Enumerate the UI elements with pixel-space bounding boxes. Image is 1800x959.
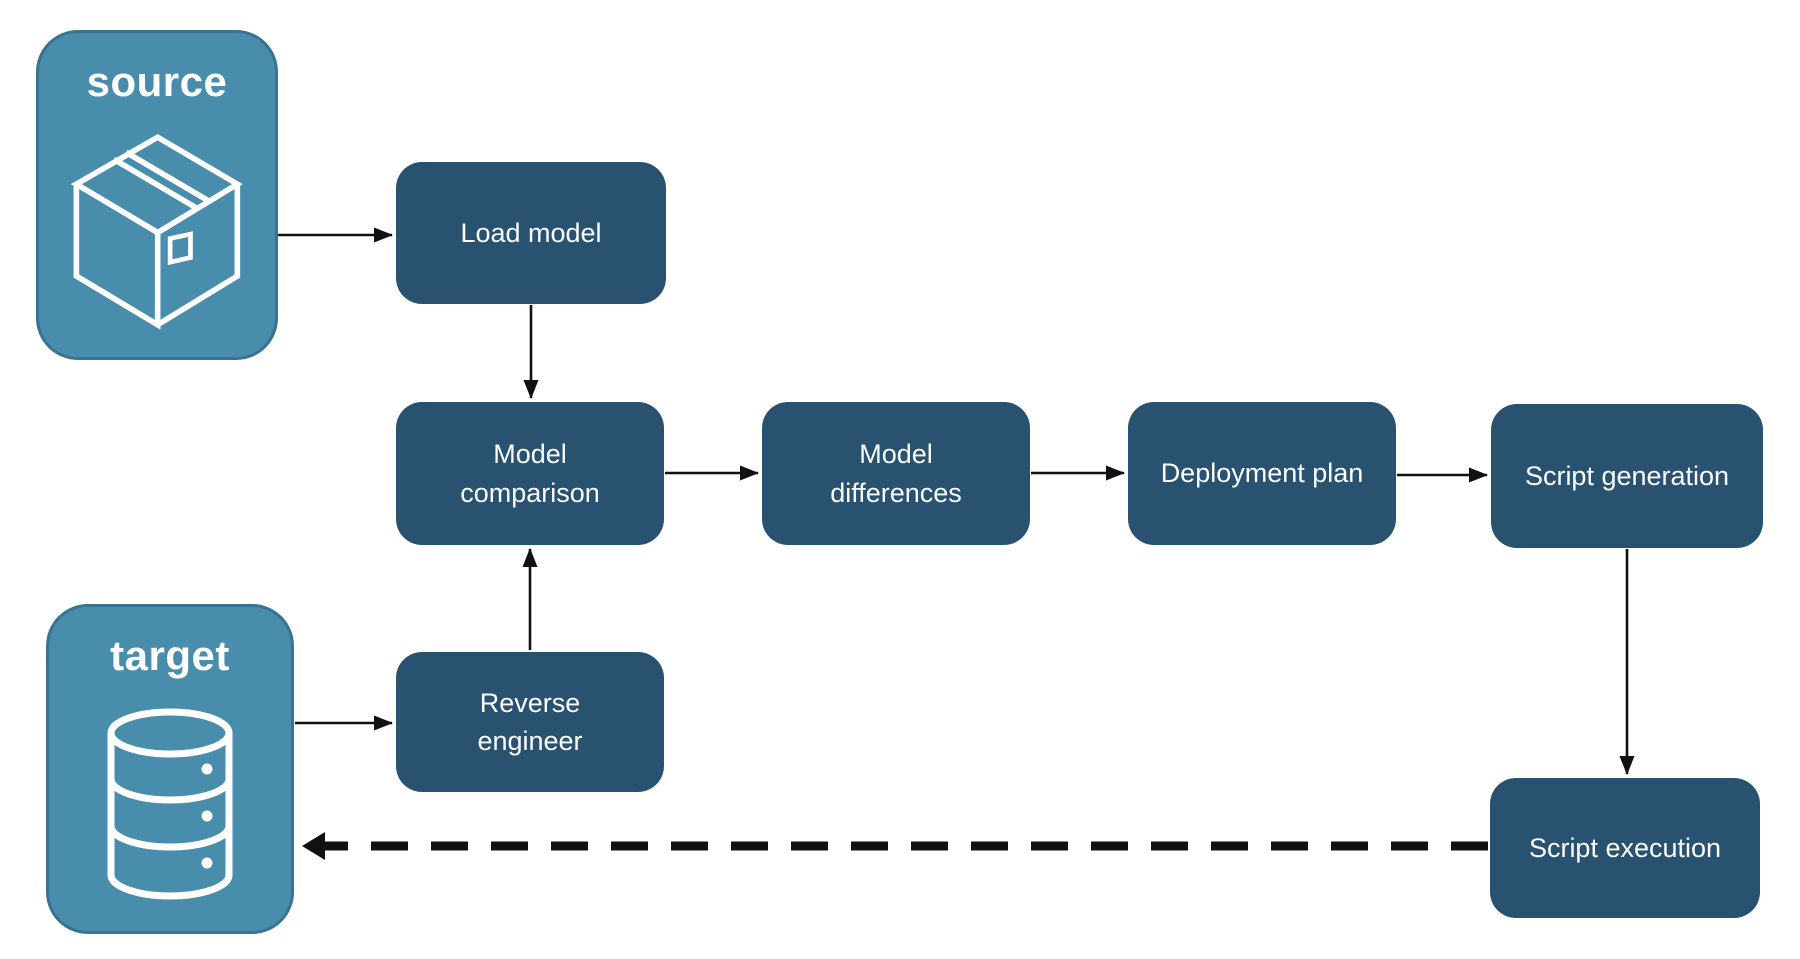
source-label: source xyxy=(86,58,228,105)
node-script-generation: Script generation xyxy=(1491,404,1763,548)
target-endpoint: target xyxy=(46,604,294,934)
node-label: Script execution xyxy=(1528,832,1722,863)
node-script-execution: Script execution xyxy=(1490,778,1760,918)
node-label: Model comparison xyxy=(460,439,600,508)
node-reverse-engineer: Reverse engineer xyxy=(396,652,664,792)
node-label: Script generation xyxy=(1524,460,1730,491)
package-icon xyxy=(70,134,243,330)
target-label: target xyxy=(110,632,230,679)
source-icon-area xyxy=(39,105,275,357)
node-deployment-plan: Deployment plan xyxy=(1128,402,1396,545)
node-label: Load model xyxy=(460,217,602,248)
node-label: Reverse engineer xyxy=(477,687,583,756)
node-load-model: Load model xyxy=(396,162,666,304)
target-icon-area xyxy=(49,679,291,931)
node-model-differences: Model differences xyxy=(762,402,1030,545)
node-label: Model differences xyxy=(830,439,962,508)
source-endpoint: source xyxy=(36,30,278,360)
database-icon xyxy=(107,708,233,900)
node-label: Deployment plan xyxy=(1160,458,1364,489)
node-model-comparison: Model comparison xyxy=(396,402,664,545)
